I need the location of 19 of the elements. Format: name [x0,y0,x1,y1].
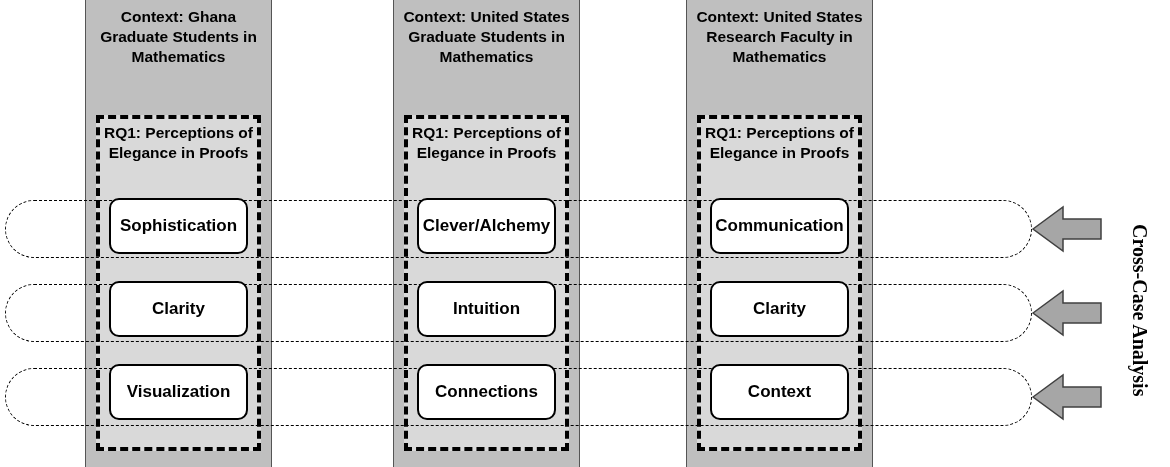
theme-box: Context [710,364,849,420]
research-question-heading: RQ1: Perceptions of Elegance in Proofs [705,123,854,163]
theme-box: Intuition [417,281,556,337]
side-label: Cross-Case Analysis [1128,222,1151,399]
theme-box: Clarity [109,281,248,337]
context-heading: Context: United States Research Faculty in Mathematics [695,7,864,67]
theme-box: Communication [710,198,849,254]
context-heading: Context: Ghana Graduate Students in Mathematics [99,7,258,67]
block-arrow [1031,289,1102,337]
theme-box: Connections [417,364,556,420]
theme-box: Visualization [109,364,248,420]
theme-box: Clarity [710,281,849,337]
research-question-heading: RQ1: Perceptions of Elegance in Proofs [412,123,561,163]
research-question-heading: RQ1: Perceptions of Elegance in Proofs [104,123,253,163]
context-heading: Context: United States Graduate Students in Mathematics [402,7,571,67]
theme-box: Sophistication [109,198,248,254]
block-arrow [1031,205,1102,253]
block-arrow [1031,373,1102,421]
theme-box: Clever/Alchemy [417,198,556,254]
